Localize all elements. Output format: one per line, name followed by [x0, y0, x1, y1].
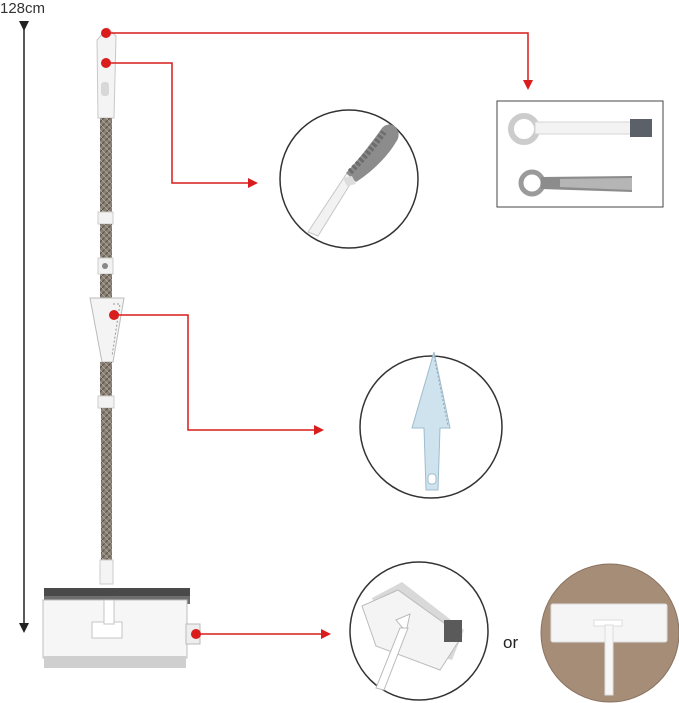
mop-head-icon — [349, 561, 489, 701]
cleaning-mop-icon — [42, 27, 201, 668]
duster-brush-icon — [279, 109, 419, 249]
or-label: or — [503, 633, 519, 652]
scraper-tool-icon — [359, 351, 503, 499]
slot-brush-icon — [496, 100, 664, 208]
height-label: 128cm — [0, 0, 46, 17]
mop-head-photo — [540, 563, 679, 703]
callout-lines — [101, 28, 533, 639]
